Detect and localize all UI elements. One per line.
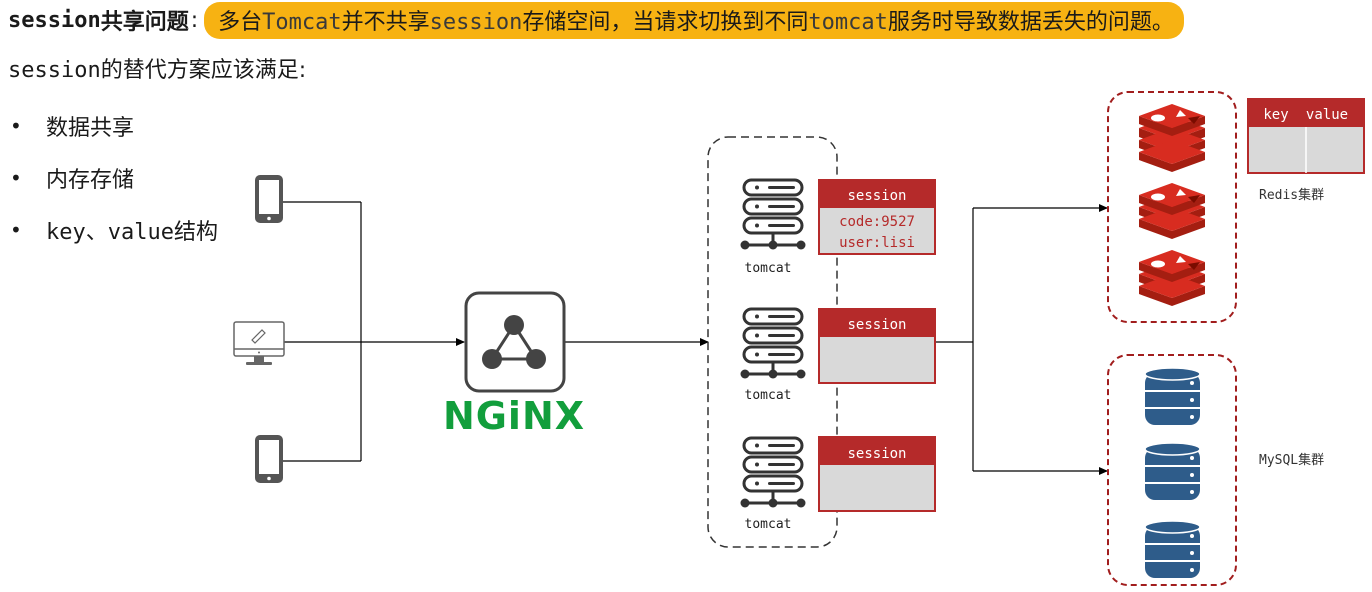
title-highlight: 多台Tomcat并不共享session存储空间，当请求切换到不同tomcat服务… [204, 1, 1184, 39]
session-box [818, 308, 936, 384]
session-box [818, 179, 936, 255]
redis-icon [1139, 250, 1205, 306]
bullet-text: 结构 [173, 220, 218, 245]
mobile-phone-icon [255, 175, 283, 223]
server-details [740, 314, 806, 379]
session-title: session [847, 317, 906, 333]
subtitle: session的替代方案应该满足: [8, 52, 306, 84]
bullet-text: 数据共享 [46, 116, 135, 141]
title-keyword: session [8, 7, 101, 33]
highlight-part: 多台 [218, 9, 263, 35]
session-title: session [847, 188, 906, 204]
server-icon [742, 178, 804, 247]
title-text: 共享问题 [100, 10, 189, 35]
server-details [740, 443, 806, 508]
tomcat-label: tomcat [745, 261, 792, 276]
kv-key-header: key [1263, 107, 1288, 123]
redis-cluster-border [1107, 91, 1237, 323]
bullet-mark: • [10, 166, 22, 190]
database-icon [1144, 520, 1201, 578]
bullet-mono: key、value [46, 220, 174, 245]
session-value: code:9527 [839, 214, 915, 230]
page-title: session 共享问题 : 多台Tomcat并不共享session存储空间，当… [8, 1, 1184, 39]
mobile-phone-icon [255, 435, 283, 483]
redis-cluster-label: Redis集群 [1259, 187, 1324, 203]
subtitle-text: 的替代方案应该满足: [100, 58, 307, 83]
session-box [818, 436, 936, 512]
client-connectors [283, 201, 1108, 475]
highlight-part: tomcat [808, 9, 888, 35]
subtitle-mono: session [8, 58, 101, 83]
nginx-icon [464, 291, 566, 393]
list-item: • 内存存储 [8, 152, 218, 204]
database-icon [1144, 442, 1201, 500]
highlight-part: 存储空间，当请求切换到不同 [522, 9, 809, 35]
database-icon [1144, 367, 1201, 425]
highlight-part: Tomcat [262, 9, 342, 35]
server-icon [742, 436, 804, 505]
bullet-mark: • [10, 218, 22, 242]
title-colon: : [190, 7, 199, 33]
server-icon [742, 307, 804, 376]
bullet-mark: • [10, 114, 22, 138]
server-details [740, 185, 806, 250]
redis-icon [1139, 104, 1205, 172]
highlight-part: session [429, 9, 523, 35]
session-value: user:lisi [839, 235, 915, 251]
bullet-text: 内存存储 [46, 168, 135, 193]
mysql-cluster-border [1107, 354, 1237, 586]
tomcat-label: tomcat [745, 517, 792, 532]
tomcat-label: tomcat [745, 388, 792, 403]
highlight-part: 服务时导致数据丢失的问题。 [887, 9, 1174, 35]
list-item: • 数据共享 [8, 100, 218, 152]
mysql-cluster-label: MySQL集群 [1259, 452, 1324, 468]
nginx-label: NGiNX [443, 394, 585, 438]
kv-value-header: value [1306, 107, 1348, 123]
session-title: session [847, 446, 906, 462]
desktop-computer-icon [233, 321, 285, 365]
redis-icon [1139, 183, 1205, 239]
key-value-table [1247, 98, 1365, 174]
highlight-part: 并不共享 [341, 9, 430, 35]
